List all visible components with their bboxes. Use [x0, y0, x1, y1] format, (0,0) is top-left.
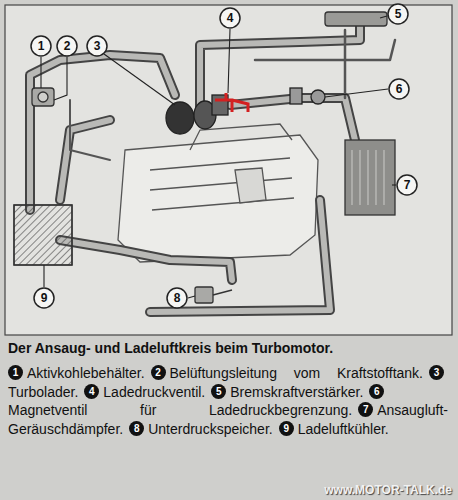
badge-shape: [211, 384, 226, 399]
badge-shape: [151, 365, 166, 380]
circle-shape: [220, 8, 240, 28]
callout-circle: 8: [166, 287, 188, 309]
badge-shape: [279, 421, 294, 436]
key-entry: 1 Aktivkohlebehälter.: [8, 365, 151, 381]
callout-circle: 9: [33, 287, 55, 309]
circle-shape: [87, 36, 107, 56]
callout-circle: 1: [30, 35, 52, 57]
figure-title: Der Ansaug- und Ladeluftkreis beim Turbo…: [8, 340, 448, 356]
callout-circle: 7: [396, 174, 418, 196]
number-badge: 5: [211, 384, 226, 399]
circle-shape: [34, 288, 54, 308]
diagram-frame: [5, 5, 452, 335]
key-number: 6: [369, 384, 384, 399]
engine-block: [118, 124, 318, 262]
key-list: 1 Aktivkohlebehälter. 2 Belüftungsleitung v…: [8, 364, 448, 438]
key-description: Belüftungsleitung vom Kraftstofftank.: [170, 365, 423, 381]
key-entry: 5 Bremskraftverstärker.: [211, 384, 369, 400]
badge-shape: [84, 384, 99, 399]
key-number: 5: [211, 384, 226, 399]
air-filter-box: [345, 140, 395, 215]
callout-number: 9: [33, 287, 55, 309]
watermark: www.MOTOR-TALK.de: [324, 483, 452, 497]
badge-shape: [429, 365, 444, 380]
key-description: Magnetventil für Ladedruckbegrenzung.: [8, 402, 352, 418]
callout-circle: 2: [56, 35, 78, 57]
key-number: 8: [129, 421, 144, 436]
callout-number: 7: [396, 174, 418, 196]
callout-number: 4: [219, 7, 241, 29]
key-number: 7: [358, 402, 373, 417]
callout-circle: 6: [388, 78, 410, 100]
number-badge: 2: [151, 365, 166, 380]
key-entry: 8 Unterdruckspeicher.: [129, 421, 279, 437]
callout-circle: 3: [86, 35, 108, 57]
key-number: 9: [279, 421, 294, 436]
number-badge: 1: [8, 365, 23, 380]
number-badge: 4: [84, 384, 99, 399]
key-description: Bremskraftverstärker.: [230, 384, 363, 400]
key-description: Turbolader.: [8, 384, 78, 400]
badge-shape: [8, 365, 23, 380]
callout-number: 6: [388, 78, 410, 100]
solenoid-valve: [290, 88, 325, 104]
key-entry: 2 Belüftungsleitung vom Kraftstofftank.: [151, 365, 429, 381]
key-number: 2: [151, 365, 166, 380]
brake-booster: [325, 12, 387, 26]
circle-shape: [31, 36, 51, 56]
number-badge: 6: [369, 384, 384, 399]
badge-shape: [369, 384, 384, 399]
circle-shape: [57, 36, 77, 56]
number-badge: 7: [358, 402, 373, 417]
vacuum-reservoir: [195, 287, 232, 303]
callout-circle: 5: [387, 3, 409, 25]
boost-valve-marking: [215, 93, 248, 112]
circle-shape: [388, 4, 408, 24]
leader-lines: [41, 16, 396, 298]
callout-circle: 4: [219, 7, 241, 29]
key-description: Aktivkohlebehälter.: [27, 365, 145, 381]
callout-number: 1: [30, 35, 52, 57]
key-entry: 4 Ladedruckventil.: [84, 384, 211, 400]
number-badge: 8: [129, 421, 144, 436]
key-description: Unterdruckspeicher.: [148, 421, 273, 437]
carbon-canister: [32, 88, 54, 106]
badge-shape: [129, 421, 144, 436]
pipes: [30, 25, 395, 312]
badge-shape: [358, 402, 373, 417]
circle-shape: [167, 288, 187, 308]
key-description: Ladeluftkühler.: [298, 421, 389, 437]
circle-shape: [389, 79, 409, 99]
callout-number: 2: [56, 35, 78, 57]
number-badge: 9: [279, 421, 294, 436]
key-number: 4: [84, 384, 99, 399]
key-number: 1: [8, 365, 23, 380]
callout-number: 3: [86, 35, 108, 57]
key-entry: 9 Ladeluftkühler.: [279, 421, 395, 437]
circle-shape: [397, 175, 417, 195]
key-number: 3: [429, 365, 444, 380]
key-description: Ladedruckventil.: [103, 384, 205, 400]
number-badge: 3: [429, 365, 444, 380]
callout-number: 8: [166, 287, 188, 309]
intercooler: [14, 205, 72, 265]
callout-number: 5: [387, 3, 409, 25]
